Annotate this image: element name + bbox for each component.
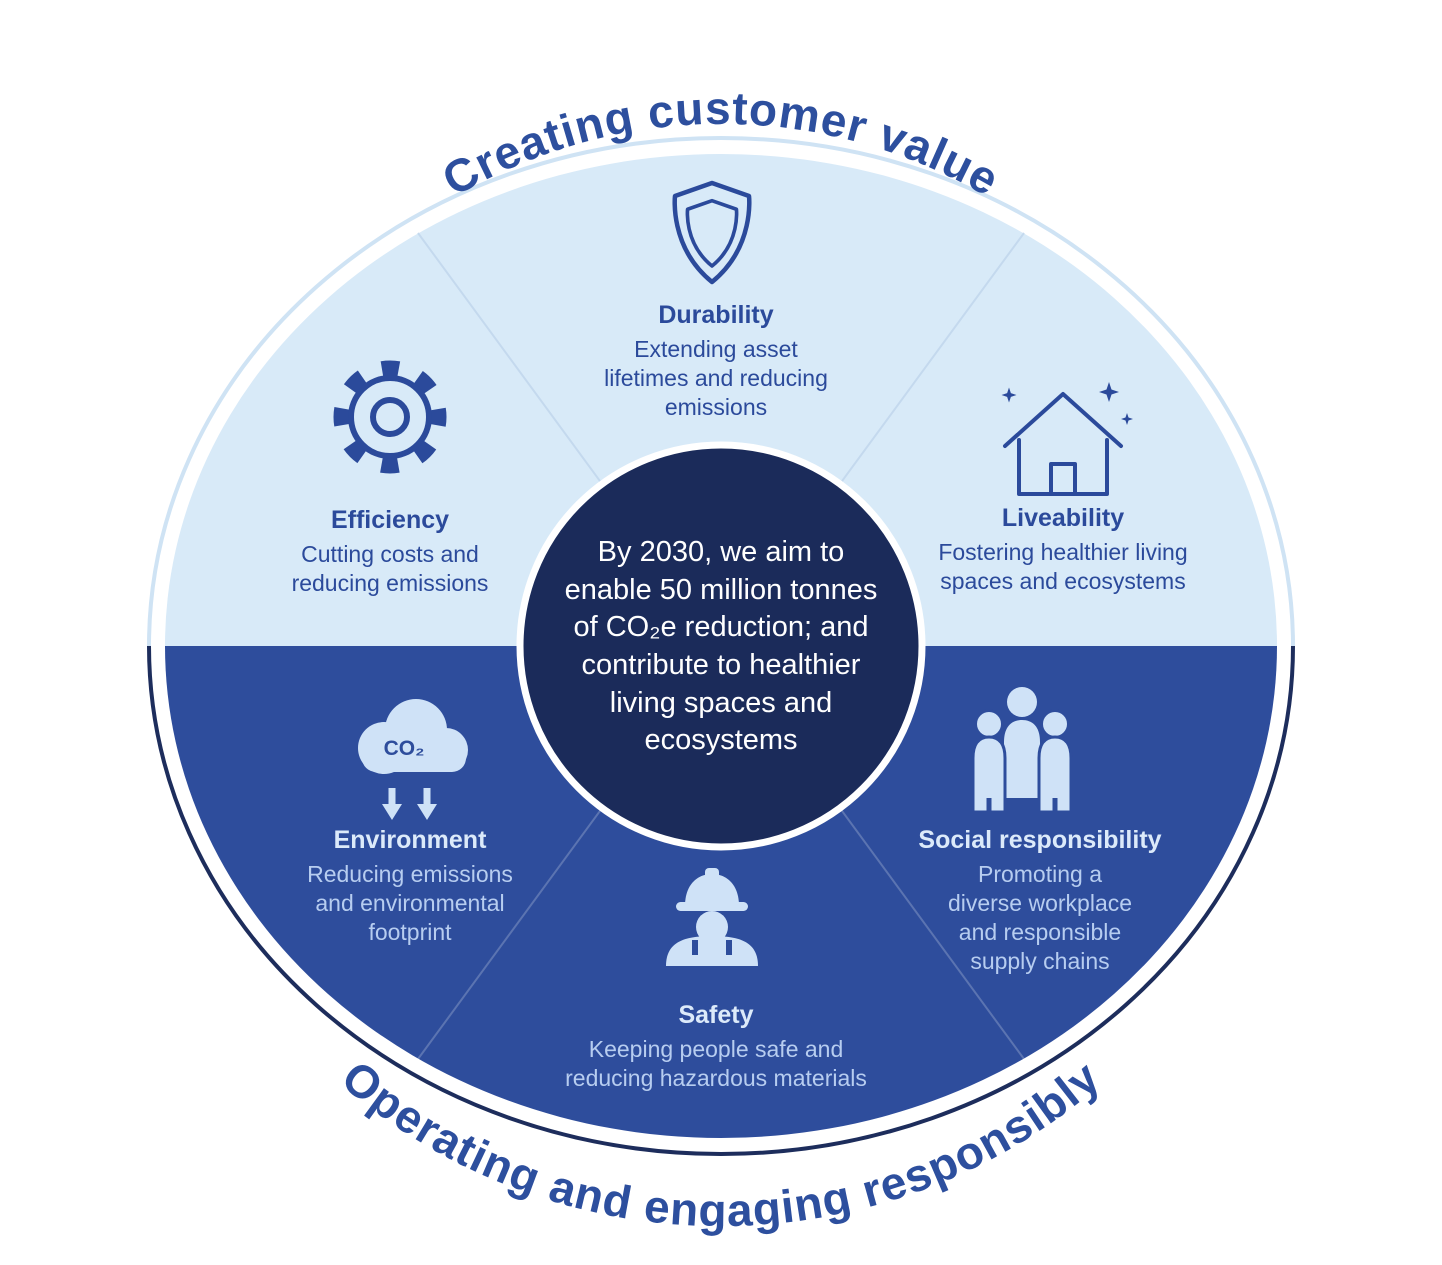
gear-hub [370, 397, 410, 437]
people-icon [971, 687, 1073, 814]
outer-ring-top-arc [147, 136, 1295, 647]
house-roof [1003, 392, 1123, 448]
outer-ring-bottom-arc [147, 645, 1295, 1156]
house-walls [1017, 438, 1109, 496]
person-left [971, 709, 1007, 814]
top-half-customer-value [165, 154, 1277, 646]
gear-icon [333, 360, 447, 474]
overall-straps [692, 940, 732, 955]
shield-outer [672, 180, 752, 285]
down-arrows-stems [388, 788, 431, 806]
hat-dome [685, 874, 739, 906]
worker-torso [666, 936, 758, 966]
shield-icon [672, 180, 752, 285]
person-middle [1004, 687, 1040, 798]
house-sparkle-icon [1001, 382, 1133, 496]
worker-icon [666, 868, 758, 966]
house-door [1049, 462, 1077, 496]
cloud-shape [358, 699, 468, 774]
co2-cloud-icon: CO₂ [358, 699, 468, 820]
down-arrows-heads [382, 804, 437, 820]
co2-label: CO₂ [384, 737, 425, 760]
hat-brim [676, 902, 748, 911]
gear-body [348, 375, 432, 459]
worker-face [696, 911, 728, 943]
center-goal-circle [516, 441, 926, 851]
shield-inner [685, 198, 739, 268]
gear-teeth [333, 360, 447, 474]
person-right [1037, 709, 1073, 814]
